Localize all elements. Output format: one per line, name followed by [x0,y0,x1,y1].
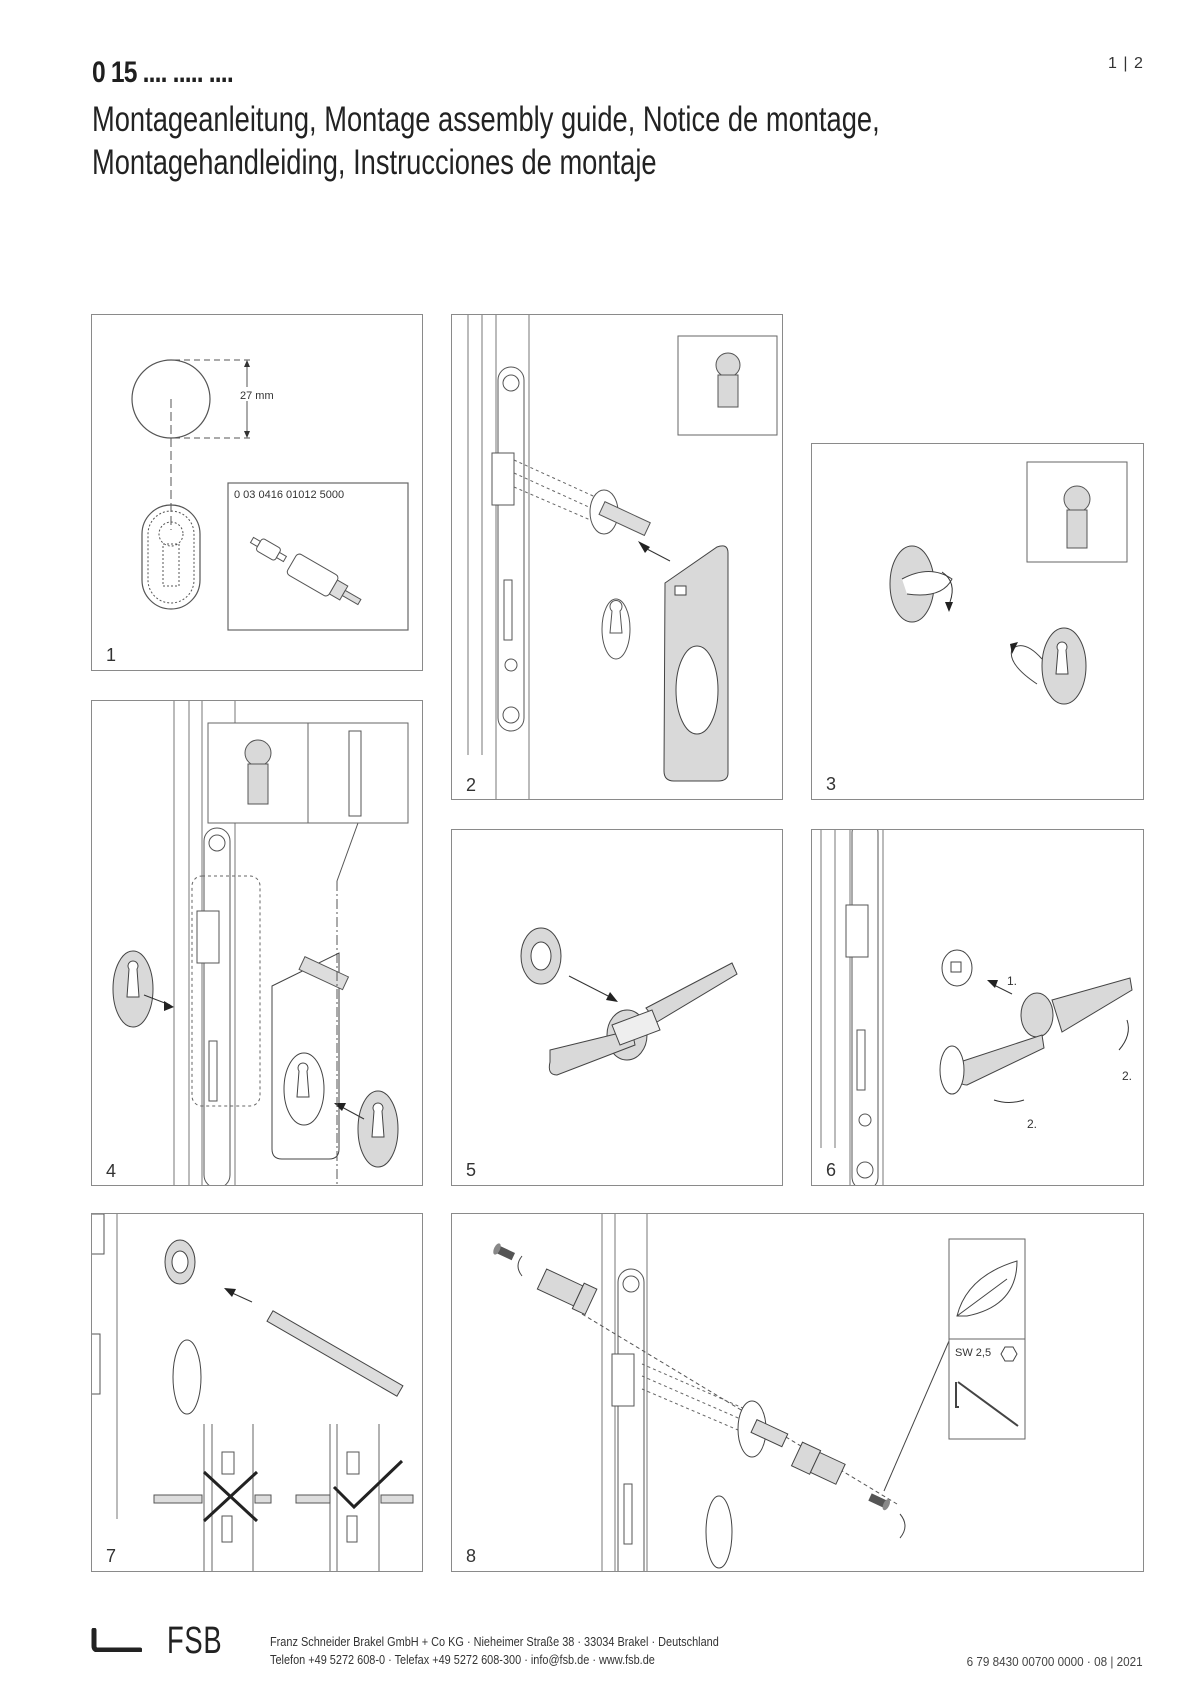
product-code: 0 15 .... ..... .... [92,56,234,89]
address-line-1: Franz Schneider Brakel GmbH + Co KG · Ni… [270,1634,719,1649]
step-5-panel: 5 [451,829,783,1186]
step-2-panel: 2 [451,314,783,800]
step-number: 4 [106,1161,116,1181]
dimension-label: 27 mm [240,390,274,402]
inset-part-number: 0 03 0416 01012 5000 [234,489,344,501]
tighten-nut-illustration: 1. 2. 2. 6 [820,830,1133,1185]
step-3-panel: 3 [811,443,1144,800]
insert-spindle-illustration: 7 [92,1214,414,1571]
fsb-logo-icon [90,1627,143,1657]
wrong-spindle-example [153,1424,272,1571]
address-line-2: Telefon +49 5272 608-0 · Telefax +49 527… [270,1652,655,1667]
tool-label: SW 2,5 [955,1347,991,1359]
step-number: 3 [826,774,836,794]
correct-spindle-example [295,1424,414,1571]
title-line-1: Montageanleitung, Montage assembly guide… [92,100,880,139]
step-6-panel: 1. 2. 2. 6 [811,829,1144,1186]
label-2b: 2. [1027,1117,1037,1131]
step-number: 5 [466,1160,476,1180]
step-8-panel: SW 2,5 8 [451,1213,1144,1572]
step-number: 2 [466,775,476,795]
page-title: Montageanleitung, Montage assembly guide… [92,98,880,184]
fit-adapter-and-screws-illustration: SW 2,5 8 [466,1214,1026,1571]
page-number: 1 | 2 [1108,55,1144,72]
step-number: 7 [106,1546,116,1566]
company-address: Franz Schneider Brakel GmbH + Co KG · Ni… [270,1633,719,1669]
step-7-panel: 7 [91,1213,423,1572]
fit-rosette-plate-illustration: 2 [466,315,778,799]
label-2a: 2. [1122,1069,1132,1083]
brand-name: FSB [167,1620,223,1662]
step-1-panel: 27 mm 0 03 0416 01012 5000 1 [91,314,423,671]
document-number: 6 79 8430 00700 0000 · 08 | 2021 [966,1654,1143,1669]
label-1: 1. [1007,974,1017,988]
rosette-dimension-illustration: 27 mm 0 03 0416 01012 5000 1 [106,359,409,665]
mount-plate-and-escutcheon-illustration: 4 [106,701,409,1185]
step-4-panel: 4 [91,700,423,1186]
step-number: 6 [826,1160,836,1180]
step-number: 8 [466,1546,476,1566]
fit-nut-on-lever-illustration: 5 [466,927,738,1180]
title-line-2: Montagehandleiding, Instrucciones de mon… [92,143,657,182]
step-number: 1 [106,645,116,665]
remove-adhesive-film-illustration: 3 [826,461,1128,794]
